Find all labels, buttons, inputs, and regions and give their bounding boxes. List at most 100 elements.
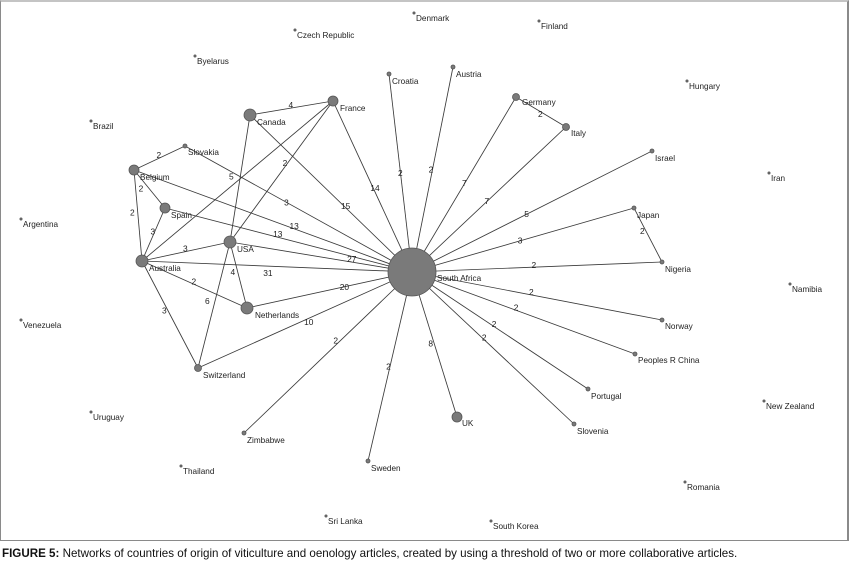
node-label-sweden: Sweden [371,464,401,473]
node-sweden[interactable] [365,458,371,464]
edge-south_africa-sweden [367,271,413,462]
edge-weight-australia-usa: 3 [183,244,188,254]
node-namibia[interactable] [788,282,792,286]
node-germany[interactable] [512,93,520,101]
edge-south_africa-france [332,100,413,273]
node-byelarus[interactable] [193,54,197,58]
edge-south_africa-belgium [133,169,413,273]
edge-weight-germany-italy: 2 [538,109,543,119]
node-usa[interactable] [223,235,237,249]
edge-weight-canada-france: 4 [289,100,294,110]
node-japan[interactable] [631,205,637,211]
node-label-norway: Norway [665,322,694,331]
edge-south_africa-israel [411,150,653,273]
node-south_korea[interactable] [489,519,493,523]
edge-south_africa-spain [164,207,413,273]
edge-weight-south_africa-slovenia: 2 [482,332,487,342]
node-sri_lanka[interactable] [324,514,328,518]
node-label-sri_lanka: Sri Lanka [328,517,363,526]
node-label-finland: Finland [541,22,568,31]
node-label-venezuela: Venezuela [23,321,62,330]
edge-south_africa-china [411,271,636,355]
edge-south_africa-zimbabwe [243,271,413,434]
node-canada[interactable] [243,108,257,122]
edge-south_africa-portugal [411,271,589,390]
node-label-brazil: Brazil [93,122,114,131]
edge-weight-south_africa-croatia: 2 [398,168,403,178]
node-label-austria: Austria [456,70,482,79]
edge-weight-south_africa-spain: 13 [273,229,283,239]
node-thailand[interactable] [179,464,183,468]
node-label-nigeria: Nigeria [665,265,691,274]
node-hungary[interactable] [685,79,689,83]
node-label-italy: Italy [571,129,587,138]
edge-weight-south_africa-belgium: 13 [289,221,299,231]
node-france[interactable] [327,95,339,107]
node-switzerland[interactable] [194,364,202,372]
edge-weight-south_africa-france: 14 [370,183,380,193]
node-label-uruguay: Uruguay [93,413,125,422]
node-spain[interactable] [159,202,171,214]
edge-weight-south_africa-zimbabwe: 2 [333,335,338,345]
node-denmark[interactable] [412,11,416,15]
edge-weight-south_africa-netherlands: 20 [340,282,350,292]
node-belgium[interactable] [128,164,140,176]
node-label-iran: Iran [771,174,786,183]
node-portugal[interactable] [585,386,591,392]
edge-weight-belgium-australia: 2 [130,208,135,218]
node-label-croatia: Croatia [392,77,419,86]
node-croatia[interactable] [386,71,392,77]
node-italy[interactable] [562,123,570,131]
node-south_africa[interactable] [387,247,437,297]
edge-weight-south_africa-austria: 2 [429,165,434,175]
node-label-romania: Romania [687,483,720,492]
node-czech[interactable] [293,28,297,32]
node-uk[interactable] [451,411,463,423]
node-iran[interactable] [767,171,771,175]
node-label-denmark: Denmark [416,14,450,23]
node-labels-layer: South AfricaAustraliaUSANetherlandsCanad… [23,14,822,531]
node-netherlands[interactable] [240,301,254,315]
nodes-layer [19,11,792,523]
node-australia[interactable] [135,254,149,268]
node-finland[interactable] [537,19,541,23]
edge-australia-usa [141,241,231,262]
caption-text: Networks of countries of origin of vitic… [59,547,738,560]
edge-weight-south_africa-uk: 8 [428,338,433,348]
edge-south_africa-australia [141,260,413,273]
edge-south_africa-norway [411,271,663,321]
node-venezuela[interactable] [19,318,23,322]
figure-caption: FIGURE 5: Networks of countries of origi… [2,547,737,560]
edge-france-australia [141,100,334,262]
node-label-australia: Australia [149,264,181,273]
edge-south_africa-austria [411,66,454,273]
edge-south_africa-japan [411,207,635,273]
node-label-slovakia: Slovakia [188,148,219,157]
node-label-czech: Czech Republic [297,31,354,40]
node-new_zealand[interactable] [762,399,766,403]
node-argentina[interactable] [19,217,23,221]
edge-belgium-spain [133,169,166,209]
node-slovenia[interactable] [571,421,577,427]
node-zimbabwe[interactable] [241,430,247,436]
node-label-hungary: Hungary [689,82,721,91]
node-norway[interactable] [659,317,665,323]
edge-australia-switzerland [141,260,199,369]
node-romania[interactable] [683,480,687,484]
node-slovakia[interactable] [182,143,188,149]
node-israel[interactable] [649,148,655,154]
node-uruguay[interactable] [89,410,93,414]
edge-weight-usa-netherlands: 4 [231,267,236,277]
node-brazil[interactable] [89,119,93,123]
node-china[interactable] [632,351,638,357]
edge-weight-canada-usa: 5 [229,172,234,182]
edge-weight-belgium-spain: 2 [139,184,144,194]
caption-label: FIGURE 5: [2,547,60,560]
edge-france-usa [229,100,334,243]
edge-south_africa-nigeria [411,261,663,273]
node-nigeria[interactable] [659,259,665,265]
node-austria[interactable] [450,64,456,70]
edge-south_africa-netherlands [246,271,413,309]
edge-germany-italy [515,96,567,128]
